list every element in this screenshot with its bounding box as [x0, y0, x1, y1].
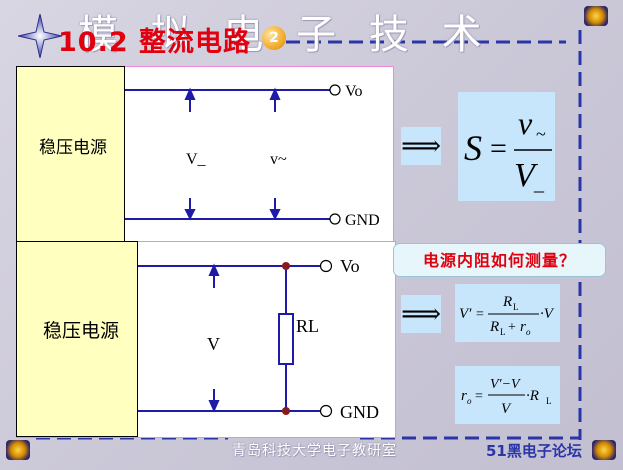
formula-lhs: r	[461, 388, 467, 404]
output-gnd-label: GND	[345, 212, 380, 229]
formula-denominator-sub: _	[533, 173, 545, 195]
terminal-gnd	[329, 213, 341, 225]
load-resistor	[278, 313, 294, 365]
output-gnd-label: GND	[340, 402, 379, 422]
formula-equals: =	[490, 132, 507, 165]
v-dc-label: V_	[186, 151, 207, 168]
formula-numerator: v	[518, 105, 533, 141]
output-vo-label: Vo	[345, 83, 363, 100]
formula-s-lhs: S	[464, 128, 482, 168]
formula-internal-resistance: r o = V′−V V ·R L	[455, 366, 560, 424]
formula-numer-sub: L	[513, 302, 519, 312]
forum-label: 51黑电子论坛	[486, 442, 582, 460]
formula-stability: S = v ~ V _	[458, 92, 555, 201]
power-source-box-top: 稳压电源	[16, 66, 125, 242]
page-title: 10.2 整流电路	[58, 27, 252, 58]
star-icon	[18, 14, 62, 58]
v-ripple-label: v~	[270, 151, 287, 168]
formula-equals: =	[476, 307, 484, 322]
terminal-gnd	[319, 404, 333, 418]
formula-denom-ro-sub: o	[526, 327, 531, 337]
nav-logo-icon[interactable]	[592, 440, 616, 460]
junction-node	[282, 407, 290, 415]
terminal-vo	[329, 84, 341, 96]
terminal-vo	[319, 259, 333, 273]
formula-equals: =	[475, 389, 483, 404]
question-banner: 电源内阻如何测量？	[393, 243, 606, 277]
formula-numer: V′−V	[490, 377, 521, 392]
formula-times: ·V	[540, 306, 555, 322]
formula-denom: V	[501, 401, 512, 417]
formula-denom-ro: r	[520, 319, 526, 335]
source-label: 稳压电源	[39, 138, 107, 158]
formula-lhs-sub: o	[467, 396, 472, 406]
power-source-box-bottom: 稳压电源	[16, 241, 138, 437]
footer-credit: 青岛科技大学电子教研室	[232, 443, 397, 459]
formula-times: ·R	[526, 388, 539, 404]
formula-denom-r: R	[489, 319, 499, 335]
formula-denom-r-sub: L	[500, 327, 506, 337]
formula-voltage-divider: V′ = R L R L + r o ·V	[455, 284, 560, 342]
formula-times-sub: L	[546, 396, 552, 406]
load-label: RL	[296, 316, 319, 336]
nav-logo-icon[interactable]	[6, 440, 30, 460]
output-vo-label: Vo	[340, 256, 360, 276]
formula-denom-plus: +	[508, 320, 516, 335]
nav-logo-icon[interactable]	[584, 6, 608, 26]
implies-arrow-icon: ⟹	[401, 295, 441, 333]
formula-lhs: V′	[459, 306, 472, 322]
source-label: 稳压电源	[43, 320, 120, 342]
implies-arrow-icon: ⟹	[401, 127, 441, 165]
section-badge: 2	[262, 26, 286, 50]
v-label: V	[207, 334, 220, 354]
formula-numer: R	[502, 294, 512, 310]
junction-node	[282, 262, 290, 270]
formula-numerator-sub: ~	[536, 124, 546, 144]
